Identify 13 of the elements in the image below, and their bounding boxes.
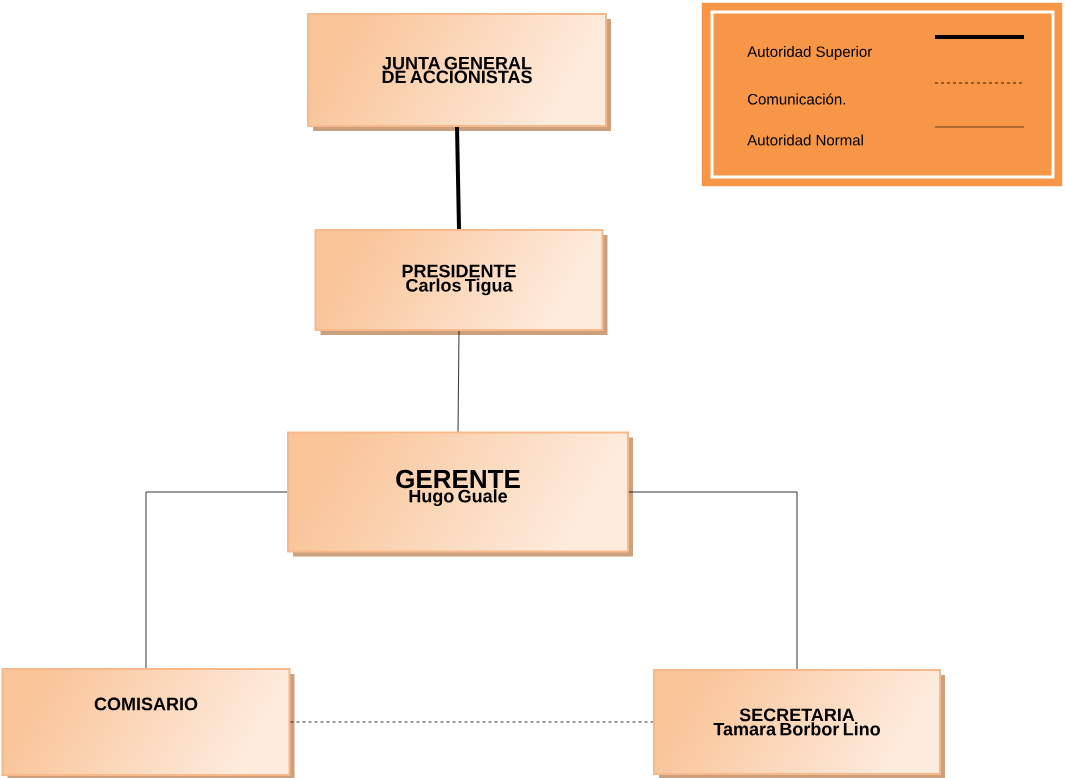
legend-label: Autoridad Normal [747,134,863,146]
org-box: SECRETARIA Tamara Borbor Lino [653,669,945,778]
connector-line [290,721,654,723]
org-box: PRESIDENTE Carlos Tigua [314,229,608,335]
org-box: COMISARIO [1,668,295,778]
connector-line [628,491,798,670]
org-box: GERENTE Hugo Guale [287,431,633,557]
connector-line [455,126,461,230]
legend-label: Autoridad Superior [747,46,872,60]
connector-line [457,330,460,432]
connector-line [145,491,288,669]
org-box: JUNTA GENERAL DE ACCIONISTAS [307,13,611,131]
legend-label: Comunicación. [748,93,845,105]
